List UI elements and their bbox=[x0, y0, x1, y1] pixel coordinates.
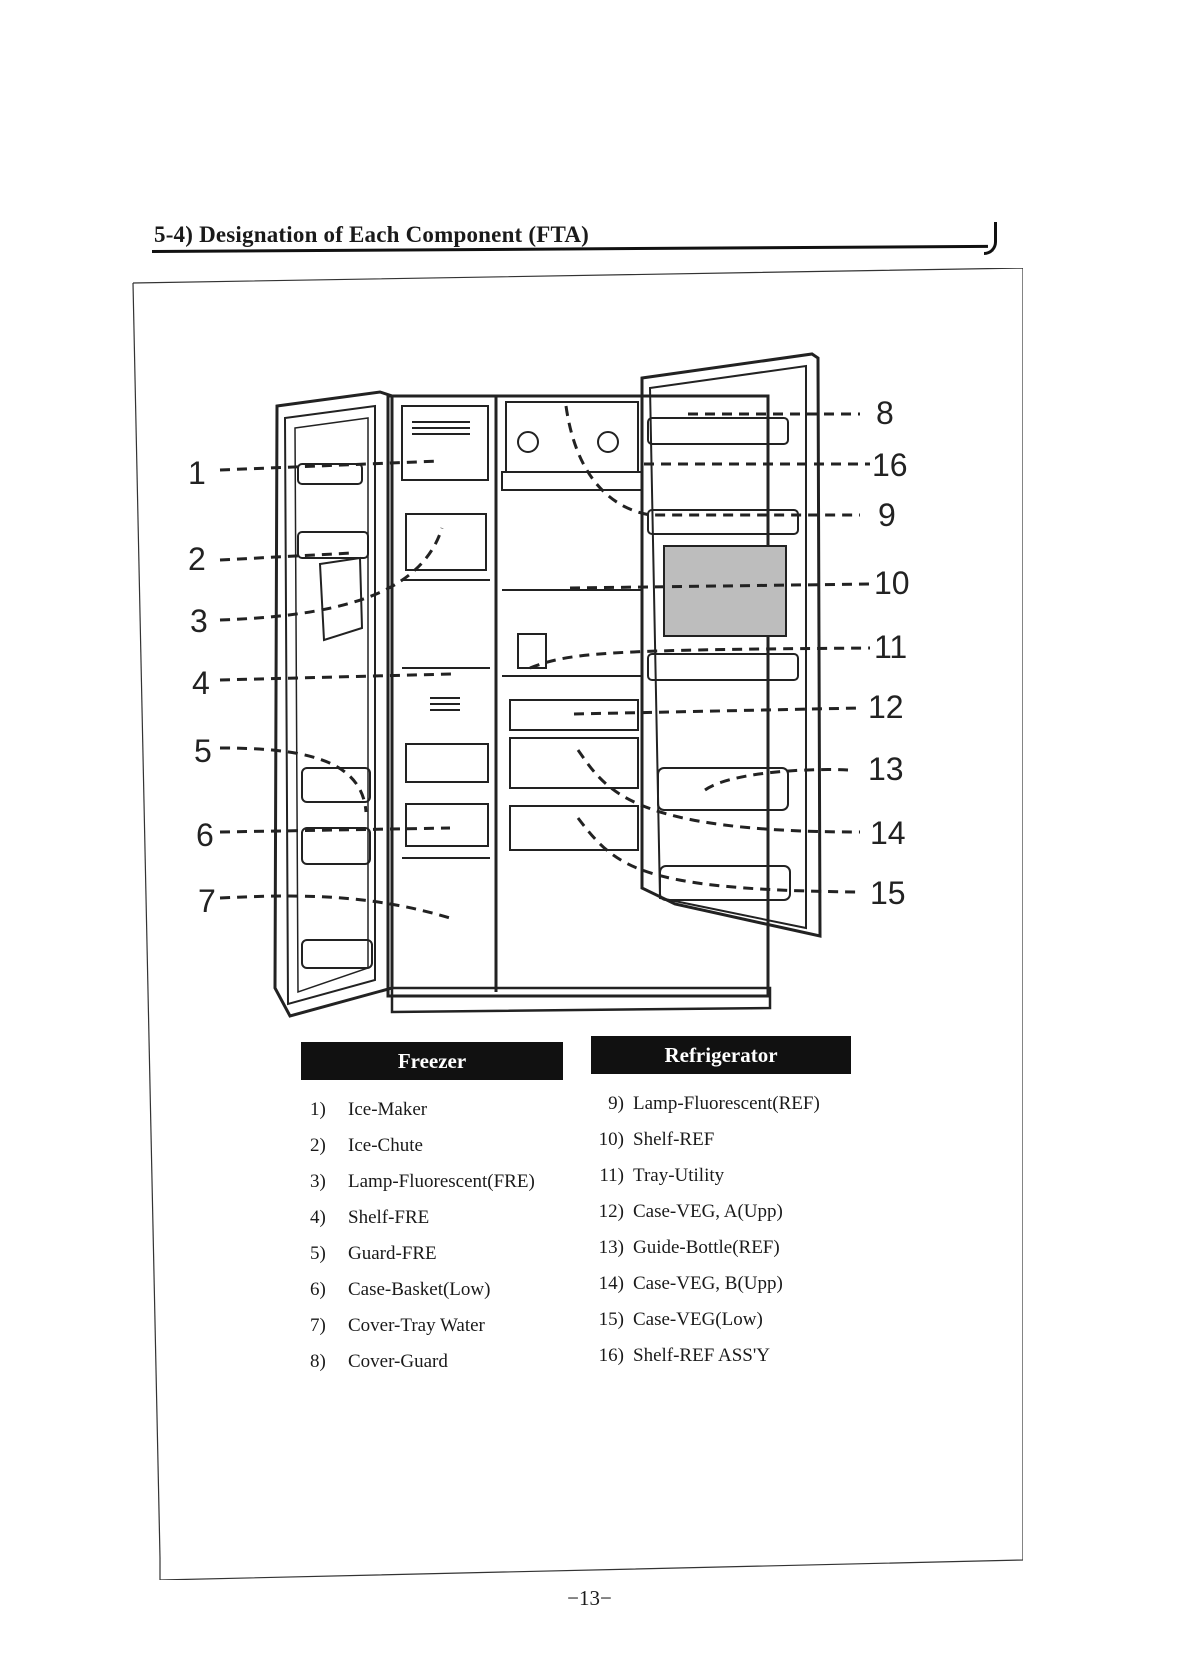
heading-bracket bbox=[984, 222, 997, 255]
callout-4: 4 bbox=[192, 665, 210, 701]
item-number: 14) bbox=[598, 1273, 624, 1294]
list-item: 6) Case-Basket(Low) bbox=[310, 1272, 535, 1308]
item-number: 4) bbox=[310, 1207, 326, 1228]
list-item: 10) Shelf-REF bbox=[584, 1122, 820, 1158]
item-label: Guard-FRE bbox=[348, 1243, 437, 1264]
item-label: Ice-Chute bbox=[348, 1135, 423, 1156]
callout-16: 16 bbox=[872, 447, 908, 483]
item-number: 11) bbox=[599, 1165, 624, 1186]
refrigerator-list: 9) Lamp-Fluorescent(REF) 10) Shelf-REF 11)… bbox=[584, 1086, 820, 1374]
item-number: 10) bbox=[598, 1129, 624, 1150]
list-item: 13) Guide-Bottle(REF) bbox=[584, 1230, 820, 1266]
item-label: Shelf-FRE bbox=[348, 1207, 430, 1228]
item-label: Cover-Guard bbox=[348, 1351, 448, 1372]
callout-11: 11 bbox=[874, 629, 907, 665]
item-number: 2) bbox=[310, 1135, 326, 1156]
item-number: 16) bbox=[598, 1345, 624, 1366]
list-item: 2) Ice-Chute bbox=[310, 1128, 535, 1164]
callout-7: 7 bbox=[198, 883, 216, 919]
list-item: 14) Case-VEG, B(Upp) bbox=[584, 1266, 820, 1302]
list-item: 7) Cover-Tray Water bbox=[310, 1308, 535, 1344]
item-label: Cover-Tray Water bbox=[348, 1315, 485, 1336]
callout-3: 3 bbox=[190, 603, 208, 639]
list-item: 12) Case-VEG, A(Upp) bbox=[584, 1194, 820, 1230]
item-number: 8) bbox=[310, 1351, 326, 1372]
list-item: 3) Lamp-Fluorescent(FRE) bbox=[310, 1164, 535, 1200]
callout-14: 14 bbox=[870, 815, 906, 851]
item-number: 15) bbox=[598, 1309, 624, 1330]
item-label: Case-VEG, A(Upp) bbox=[633, 1201, 783, 1222]
item-number: 3) bbox=[310, 1171, 326, 1192]
callouts: 1 2 3 4 5 6 7 8 16 9 10 11 12 13 14 15 bbox=[188, 395, 910, 919]
callout-6: 6 bbox=[196, 817, 214, 853]
callout-13: 13 bbox=[868, 751, 904, 787]
callout-15: 15 bbox=[870, 875, 906, 911]
item-number: 12) bbox=[598, 1201, 624, 1222]
item-number: 7) bbox=[310, 1315, 326, 1336]
item-label: Lamp-Fluorescent(FRE) bbox=[348, 1171, 535, 1192]
refrigerator-door bbox=[640, 352, 822, 938]
list-item: 16) Shelf-REF ASS'Y bbox=[584, 1338, 820, 1374]
callout-12: 12 bbox=[868, 689, 904, 725]
item-label: Shelf-REF bbox=[633, 1129, 715, 1150]
freezer-list: 1) Ice-Maker 2) Ice-Chute 3) Lamp-Fluoresce… bbox=[310, 1092, 535, 1380]
section-heading: 5-4) Designation of Each Component (FTA) bbox=[154, 222, 589, 247]
cabinet bbox=[386, 394, 772, 1014]
item-number: 9) bbox=[608, 1093, 624, 1114]
callout-5: 5 bbox=[194, 733, 212, 769]
callout-1: 1 bbox=[188, 455, 206, 491]
item-label: Guide-Bottle(REF) bbox=[633, 1237, 780, 1258]
item-label: Tray-Utility bbox=[633, 1165, 725, 1186]
item-label: Ice-Maker bbox=[348, 1099, 428, 1120]
page-number: −13− bbox=[567, 1586, 612, 1610]
list-item: 9) Lamp-Fluorescent(REF) bbox=[584, 1086, 820, 1122]
callout-10: 10 bbox=[874, 565, 910, 601]
item-label: Shelf-REF ASS'Y bbox=[633, 1345, 770, 1366]
item-label: Case-Basket(Low) bbox=[348, 1279, 491, 1300]
item-number: 6) bbox=[310, 1279, 326, 1300]
callout-8: 8 bbox=[876, 395, 894, 431]
list-item: 4) Shelf-FRE bbox=[310, 1200, 535, 1236]
list-item: 15) Case-VEG(Low) bbox=[584, 1302, 820, 1338]
list-item: 5) Guard-FRE bbox=[310, 1236, 535, 1272]
item-number: 1) bbox=[310, 1099, 326, 1120]
item-label: Lamp-Fluorescent(REF) bbox=[633, 1093, 820, 1114]
item-label: Case-VEG(Low) bbox=[633, 1309, 763, 1330]
refrigerator-diagram: 1 2 3 4 5 6 7 8 16 9 10 11 12 13 14 15 bbox=[188, 352, 910, 1018]
item-number: 13) bbox=[598, 1237, 624, 1258]
list-item: 8) Cover-Guard bbox=[310, 1344, 535, 1380]
freezer-header: Freezer bbox=[301, 1042, 563, 1080]
list-item: 11) Tray-Utility bbox=[584, 1158, 820, 1194]
callout-9: 9 bbox=[878, 497, 896, 533]
list-item: 1) Ice-Maker bbox=[310, 1092, 535, 1128]
callout-2: 2 bbox=[188, 541, 206, 577]
item-number: 5) bbox=[310, 1243, 326, 1264]
refrigerator-header: Refrigerator bbox=[591, 1036, 851, 1074]
freezer-door bbox=[273, 390, 394, 1018]
item-label: Case-VEG, B(Upp) bbox=[633, 1273, 783, 1294]
